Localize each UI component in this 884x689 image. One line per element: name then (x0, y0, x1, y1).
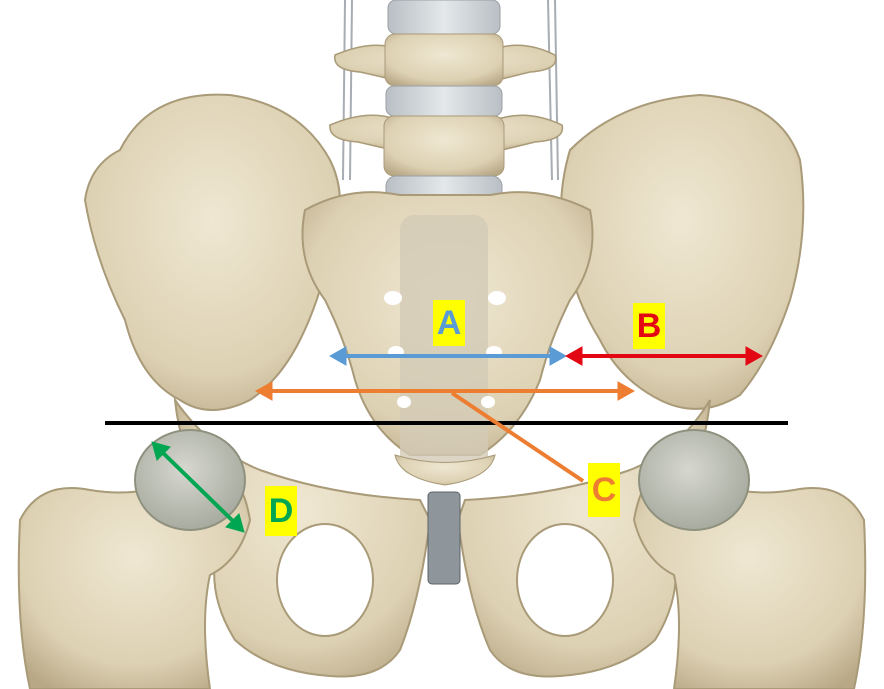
lumbar-vertebrae (330, 0, 563, 216)
label-c: C (588, 463, 620, 517)
right-ilium (561, 95, 803, 409)
left-obturator-foramen (277, 524, 373, 636)
label-b: B (633, 303, 665, 349)
label-d: D (265, 486, 297, 536)
right-femoral-head (639, 430, 749, 530)
pubic-symphysis (428, 492, 460, 584)
right-obturator-foramen (517, 524, 613, 636)
left-ilium (85, 95, 340, 410)
label-a: A (433, 300, 465, 346)
